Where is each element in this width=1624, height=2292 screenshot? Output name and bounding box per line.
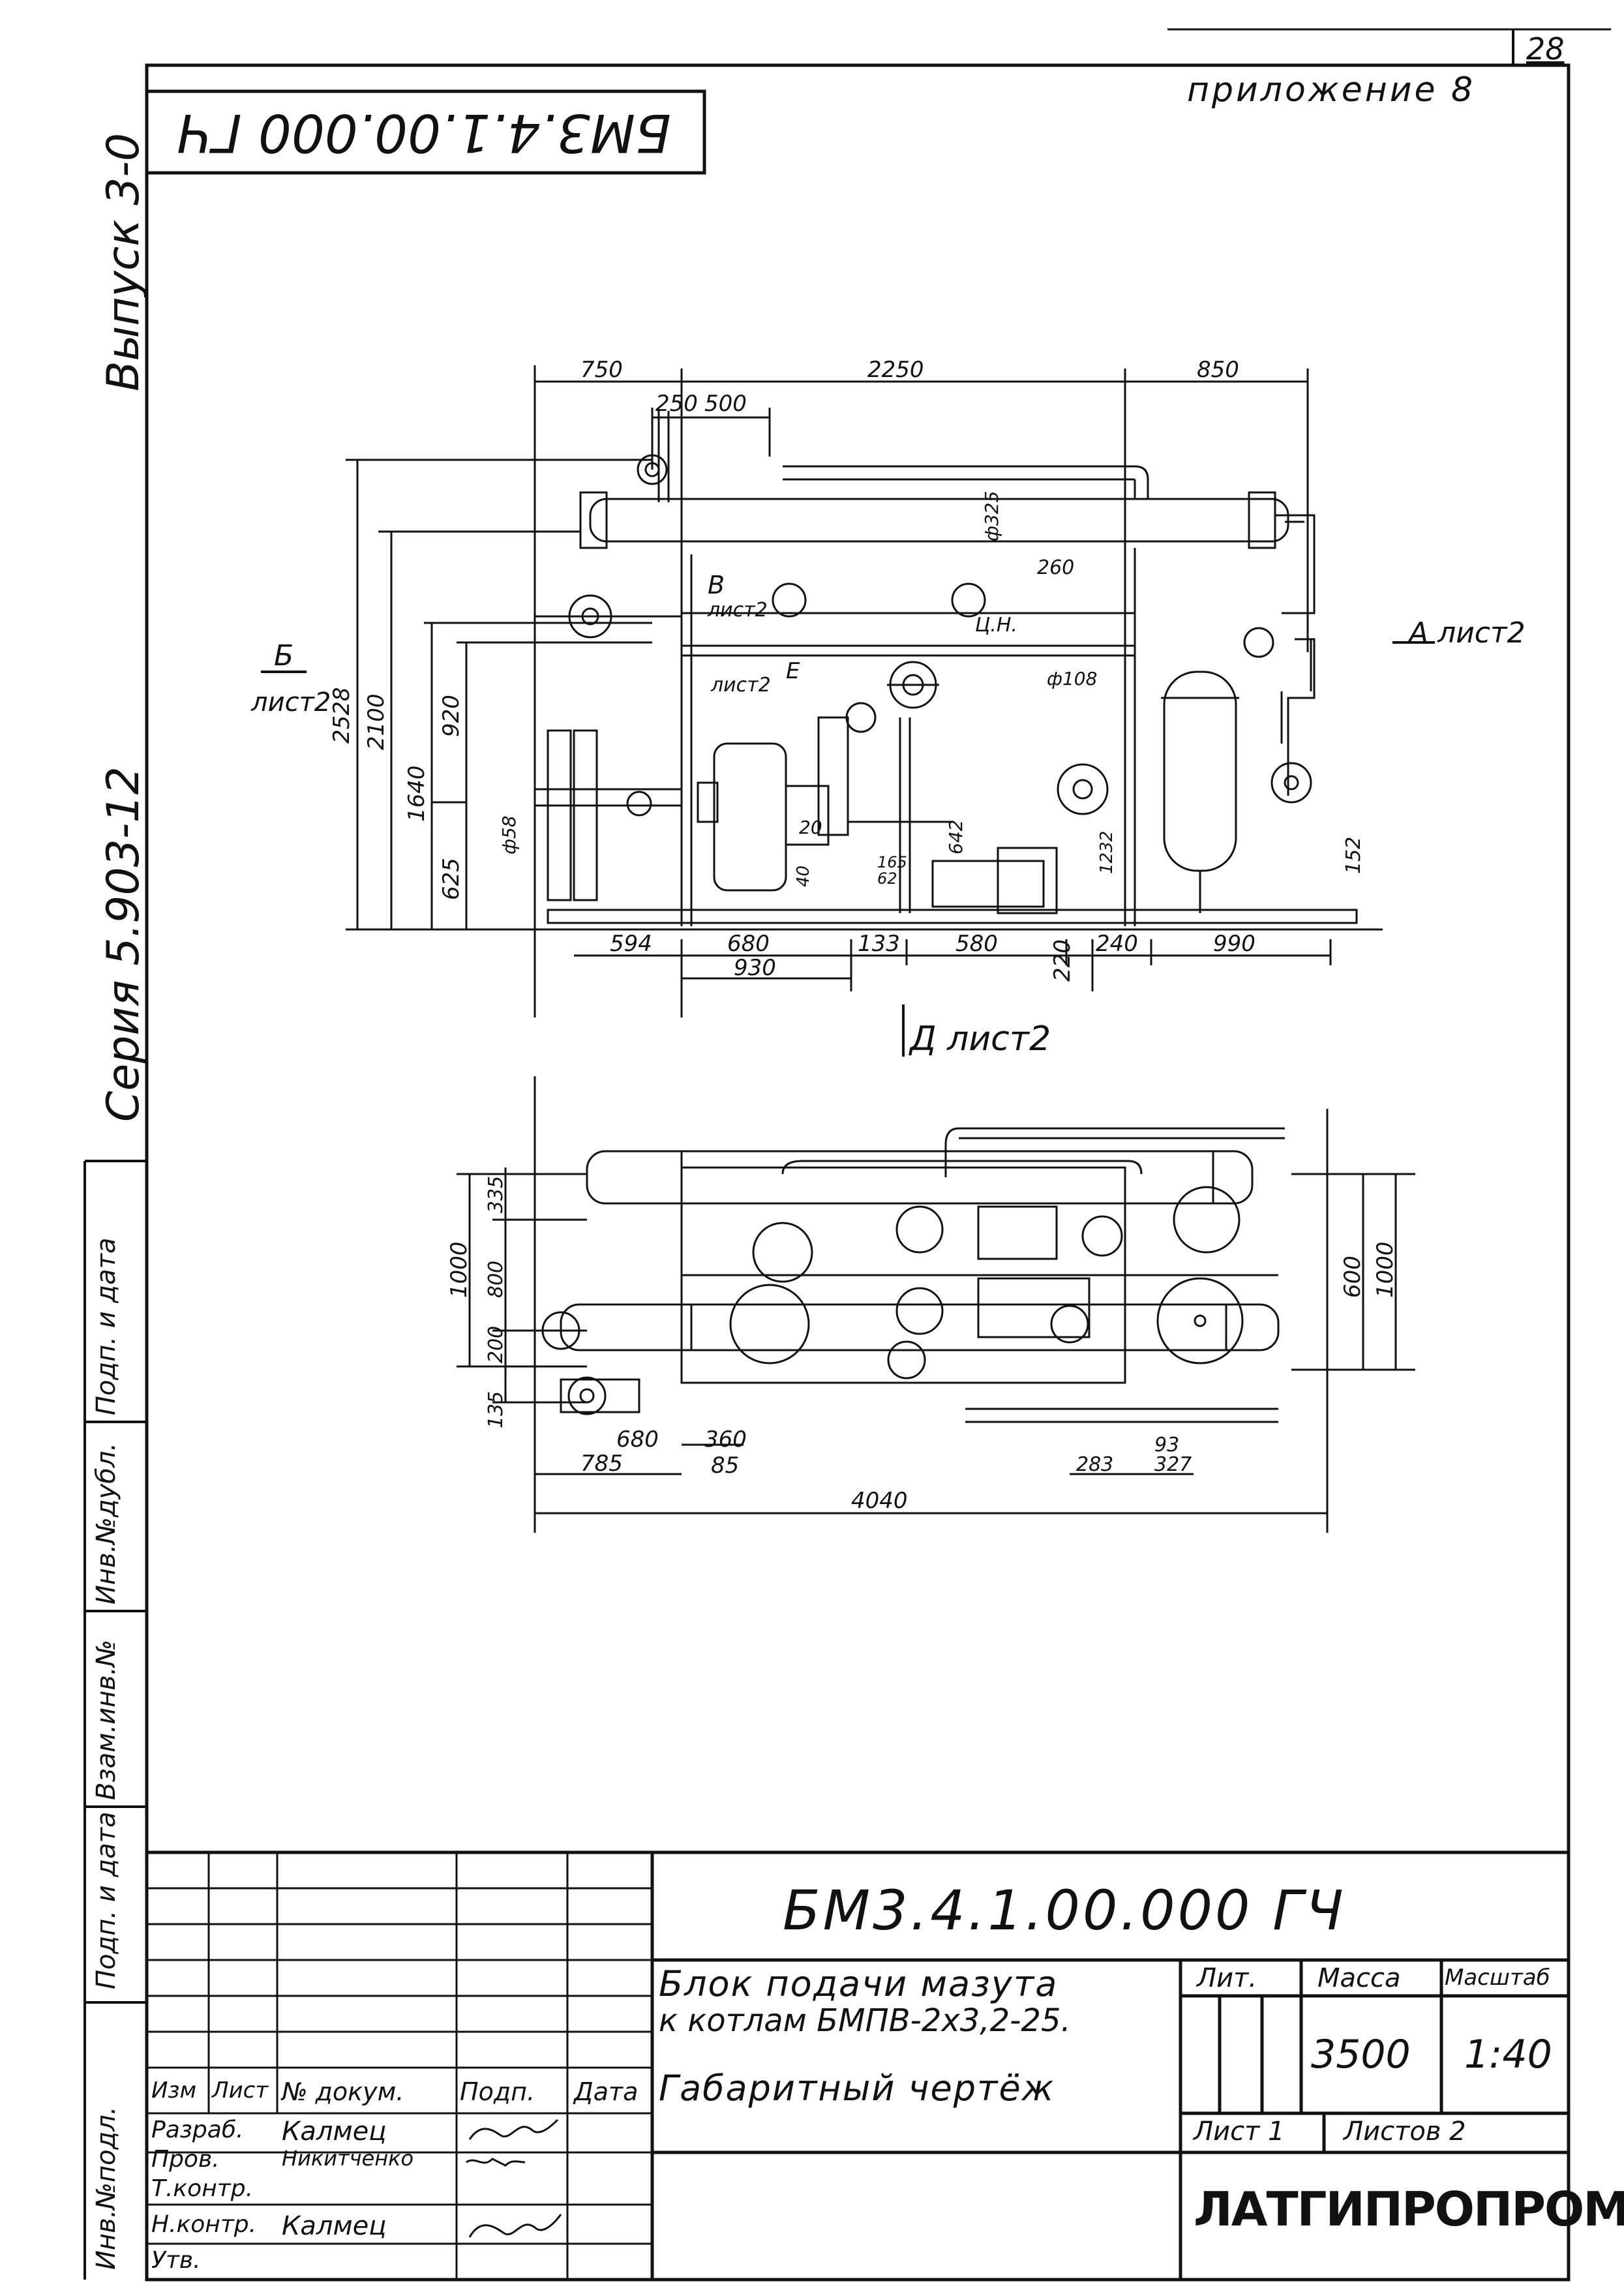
dim-680: 680 xyxy=(727,931,770,957)
masshtab-label: Масштаб xyxy=(1445,1965,1550,1991)
dim-990: 990 xyxy=(1213,931,1256,957)
organization-name: ЛАТГИПРОПРОМ xyxy=(1194,2182,1624,2237)
dim-260: 260 xyxy=(1037,556,1074,579)
dim-40: 40 xyxy=(794,866,813,887)
plan-dim-1000-right: 1000 xyxy=(1372,1241,1398,1298)
dim-2528: 2528 xyxy=(329,687,355,744)
title-doc-name: Габаритный чертёж xyxy=(659,2068,1055,2109)
section-b: Б xyxy=(274,639,293,672)
dim-500: 500 xyxy=(704,391,747,417)
plan-dim-800: 800 xyxy=(485,1261,507,1298)
dim-133: 133 xyxy=(858,931,900,957)
dim-580: 580 xyxy=(955,931,998,957)
massa-value: 3500 xyxy=(1311,2032,1411,2077)
row-razrab-role: Разраб. xyxy=(151,2117,244,2143)
dim-594: 594 xyxy=(610,931,652,957)
title-designation: БМ3.4.1.00.000 ГЧ xyxy=(783,1878,1346,1942)
row-tkontr-role: Т.контр. xyxy=(151,2175,254,2202)
dim-850: 850 xyxy=(1197,357,1239,383)
plan-dim-283: 283 xyxy=(1076,1453,1113,1476)
col-podp: Подп. xyxy=(460,2077,535,2106)
title-product-line1: Блок подачи мазута xyxy=(659,1963,1059,2004)
plan-dim-335: 335 xyxy=(485,1176,507,1213)
sheet-number: 28 xyxy=(1526,31,1565,67)
note-d325: ф325 xyxy=(981,491,1002,541)
section-b-sheet: лист2 xyxy=(250,687,331,717)
dim-165: 165 xyxy=(877,853,907,871)
dim-920: 920 xyxy=(438,695,464,737)
dim-642: 642 xyxy=(945,820,967,854)
plan-dim-360: 360 xyxy=(704,1426,747,1453)
plan-dim-1000-left: 1000 xyxy=(446,1241,472,1298)
title-product-line2: к котлам БМПВ-2х3,2-25. xyxy=(659,2002,1071,2039)
row-prov-role: Пров. xyxy=(151,2146,220,2173)
plan-dim-135: 135 xyxy=(485,1391,507,1428)
col-doc: № докум. xyxy=(282,2077,404,2106)
dim-1232: 1232 xyxy=(1097,831,1117,874)
plan-dim-200: 200 xyxy=(485,1326,507,1363)
listov-label: Листов 2 xyxy=(1344,2117,1466,2147)
plan-dim-785: 785 xyxy=(580,1451,623,1477)
dim-1640: 1640 xyxy=(404,765,430,822)
row-prov-name: Никитченко xyxy=(282,2146,414,2171)
row-nkontr-name: Калмец xyxy=(282,2211,387,2241)
lit-label: Лит. xyxy=(1197,1963,1257,1993)
dim-2250: 2250 xyxy=(867,357,924,383)
section-e: Е xyxy=(786,658,800,684)
masshtab-value: 1:40 xyxy=(1464,2032,1552,2077)
note-d58: ф58 xyxy=(498,815,520,854)
dim-750: 750 xyxy=(580,357,623,383)
row-nkontr-role: Н.контр. xyxy=(151,2211,257,2238)
list-label: Лист 1 xyxy=(1194,2117,1285,2147)
section-d: Д лист2 xyxy=(909,1019,1051,1059)
plan-dim-680: 680 xyxy=(616,1426,659,1453)
row-utv-role: Утв. xyxy=(151,2247,201,2274)
section-v-sheet: лист2 xyxy=(707,599,768,622)
note-cn: Ц.Н. xyxy=(975,614,1017,637)
plan-dim-327: 327 xyxy=(1154,1453,1192,1476)
dim-62: 62 xyxy=(877,869,897,888)
col-izm: Изм xyxy=(151,2077,197,2104)
col-list: Лист xyxy=(212,2077,269,2104)
section-e-sheet: лист2 xyxy=(710,674,771,697)
appendix-label: приложение 8 xyxy=(1187,70,1476,110)
dim-20: 20 xyxy=(799,817,822,838)
plan-dim-93: 93 xyxy=(1154,1434,1179,1456)
row-razrab-name: Калмец xyxy=(282,2117,387,2147)
note-d108: ф108 xyxy=(1047,668,1097,689)
section-a: А лист2 xyxy=(1407,616,1526,650)
massa-label: Масса xyxy=(1317,1963,1401,1993)
dim-220: 220 xyxy=(1049,939,1075,982)
dim-152: 152 xyxy=(1342,837,1365,874)
dim-2100: 2100 xyxy=(363,693,389,750)
section-v: В xyxy=(708,571,725,599)
dim-250: 250 xyxy=(655,391,698,417)
dim-930: 930 xyxy=(734,955,776,981)
plan-dim-4040: 4040 xyxy=(851,1488,908,1514)
plan-dim-600: 600 xyxy=(1340,1256,1366,1298)
dim-240: 240 xyxy=(1096,931,1138,957)
col-data: Дата xyxy=(574,2077,639,2106)
dim-625: 625 xyxy=(438,858,464,900)
plan-dim-85: 85 xyxy=(711,1453,739,1479)
